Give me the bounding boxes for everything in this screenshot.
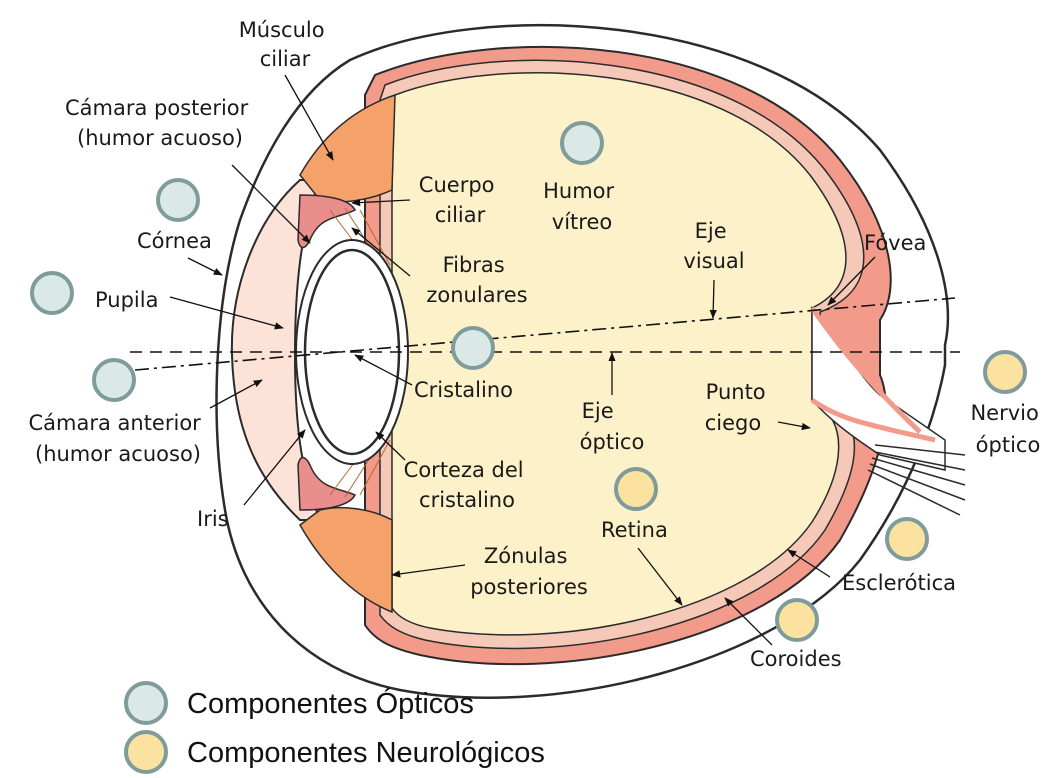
- neuro-marker-coroides: [777, 600, 817, 640]
- label-eje-optico-l1: Eje: [582, 399, 614, 423]
- legend-neuro-swatch: [126, 732, 166, 772]
- optical-marker-cristalino: [453, 328, 493, 368]
- label-camara-posterior: Cámara posterior (humor acuoso): [65, 96, 255, 150]
- legend-optical-swatch: [126, 683, 166, 723]
- label-musculo-ciliar: Músculo ciliar: [239, 18, 332, 71]
- label-zonulas-l2: posteriores: [470, 575, 588, 599]
- label-zonulas-l1: Zónulas: [484, 544, 568, 568]
- legend-neuro-label: Componentes Neurológicos: [187, 737, 545, 769]
- neuro-marker-nervio-optico: [985, 352, 1025, 392]
- label-retina: Retina: [601, 518, 668, 542]
- optical-marker-camara-anterior: [94, 360, 134, 400]
- label-musculo-ciliar-l2: ciliar: [260, 47, 311, 71]
- label-nervio-optico-l2: óptico: [976, 433, 1041, 457]
- label-humor-vitreo-l1: Humor: [543, 179, 614, 203]
- label-camara-anterior-l2: (humor acuoso): [35, 442, 201, 466]
- label-camara-anterior: Cámara anterior (humor acuoso): [28, 411, 207, 466]
- label-nervio-optico: Nervio óptico: [970, 401, 1045, 457]
- label-esclerotica: Esclerótica: [842, 571, 956, 595]
- label-punto-ciego-l2: ciego: [705, 411, 761, 435]
- label-cristalino: Cristalino: [414, 378, 513, 402]
- label-fibras-zonulares-l2: zonulares: [426, 283, 527, 307]
- label-camara-anterior-l1: Cámara anterior: [28, 411, 201, 435]
- label-punto-ciego-l1: Punto: [706, 380, 766, 404]
- label-corteza-l1: Corteza del: [404, 458, 524, 482]
- label-corteza-l2: cristalino: [419, 488, 515, 512]
- label-cuerpo-ciliar-l1: Cuerpo: [419, 173, 495, 197]
- optical-marker-pupila: [32, 273, 72, 313]
- legend-optical-label: Componentes Ópticos: [187, 687, 474, 720]
- label-humor-vitreo-l2: vítreo: [552, 210, 612, 234]
- label-fibras-zonulares-l1: Fibras: [443, 253, 505, 277]
- label-camara-posterior-l2: (humor acuoso): [77, 126, 243, 150]
- label-musculo-ciliar-l1: Músculo: [239, 18, 325, 42]
- label-coroides: Coroides: [750, 647, 842, 671]
- label-fovea: Fóvea: [864, 231, 926, 255]
- label-iris: Iris: [197, 507, 229, 531]
- label-nervio-optico-l1: Nervio: [970, 401, 1038, 425]
- label-eje-visual-l2: visual: [683, 249, 744, 273]
- optical-marker-humor-vitreo: [562, 123, 602, 163]
- neuro-marker-esclerotica: [887, 519, 927, 559]
- optical-marker-cornea: [158, 180, 198, 220]
- label-pupila: Pupila: [95, 288, 158, 312]
- label-camara-posterior-l1: Cámara posterior: [65, 96, 249, 120]
- label-cuerpo-ciliar-l2: ciliar: [435, 203, 486, 227]
- label-eje-optico-l2: óptico: [580, 430, 645, 454]
- neuro-marker-retina: [616, 469, 656, 509]
- label-cornea: Córnea: [137, 229, 212, 253]
- label-eje-visual-l1: Eje: [695, 219, 727, 243]
